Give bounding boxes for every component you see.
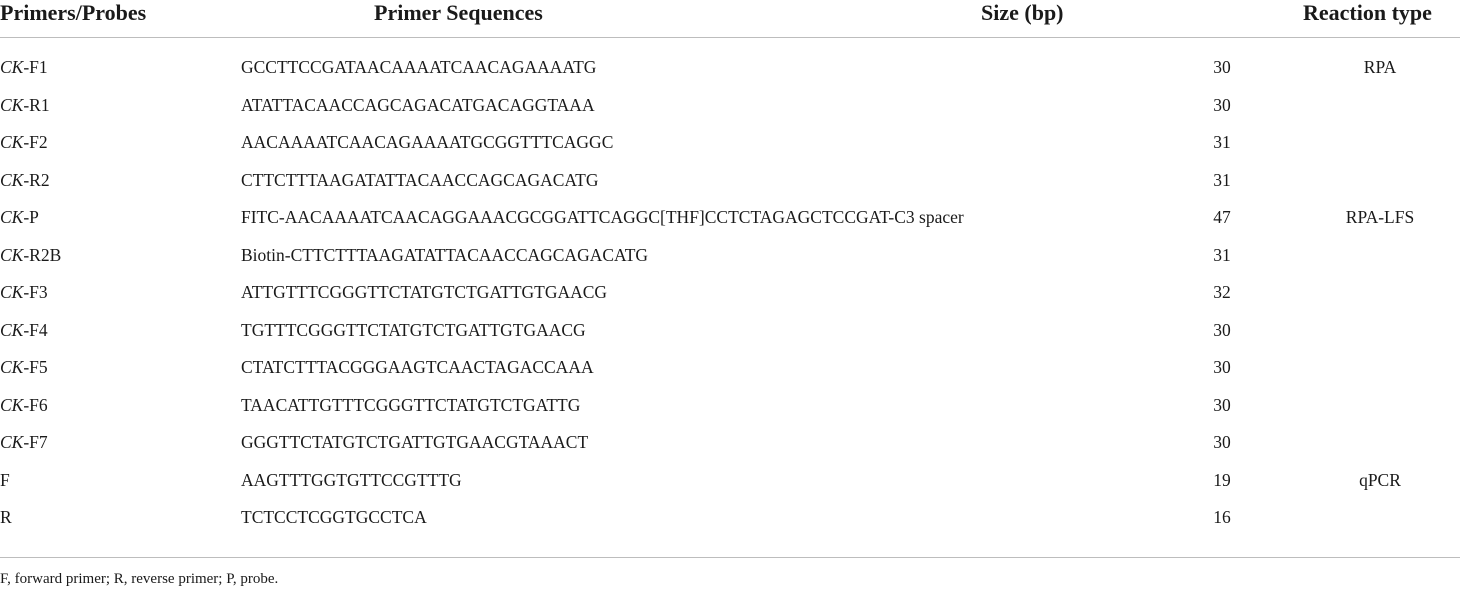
- primer-name: F: [0, 462, 10, 500]
- primer-name: R: [0, 499, 12, 537]
- primer-suffix: -F6: [23, 394, 48, 415]
- primer-name: CK-F6: [0, 387, 48, 425]
- primer-name: CK-F7: [0, 424, 48, 462]
- gene-prefix: CK: [0, 132, 24, 152]
- table-row: CK-R1 ATATTACAACCAGCAGACATGACAGGTAAA 30: [0, 87, 1460, 125]
- primer-sequence: Biotin-CTTCTTTAAGATATTACAACCAGCAGACATG: [241, 244, 649, 265]
- primer-sequence: CTATCTTTACGGGAAGTCAACTAGACCAAA: [241, 357, 594, 377]
- primer-name: CK-F2: [0, 124, 48, 162]
- primer-size: 31: [1213, 132, 1231, 152]
- table-row: CK-F1 GCCTTCCGATAACAAAATCAACAGAAAATG 30 RPA: [0, 49, 1460, 87]
- table-row: CK-P FITC-AACAAAATCAACAGGAAACGCGGATTCAGGC…: [0, 199, 1460, 237]
- header-primer-sequences: Primer Sequences: [374, 0, 543, 25]
- table-row: CK-F7 GGGTTCTATGTCTGATTGTGAACGTAAACT 30: [0, 424, 1460, 462]
- gene-prefix: CK: [0, 357, 24, 377]
- gene-prefix: CK: [0, 207, 24, 227]
- primer-suffix: F: [0, 469, 10, 490]
- reaction-type: RPA-LFS: [1345, 207, 1415, 227]
- header-primers-probes: Primers/Probes: [0, 0, 147, 25]
- primer-suffix: -F1: [23, 57, 48, 77]
- primer-name: CK-F1: [0, 49, 48, 87]
- primer-sequence: ATTGTTTCGGGTTCTATGTCTGATTGTGAACG: [241, 282, 608, 302]
- header-size: Size (bp): [981, 0, 1064, 25]
- primer-size: 16: [1213, 507, 1231, 527]
- primer-name: CK-P: [0, 199, 39, 237]
- gene-prefix: CK: [0, 244, 24, 265]
- primer-table: Primers/Probes Primer Sequences Size (bp…: [0, 0, 1460, 527]
- gene-prefix: CK: [0, 319, 24, 340]
- primer-name: CK-R1: [0, 87, 50, 125]
- table-row: CK-F4 TGTTTCGGGTTCTATGTCTGATTGTGAACG 30: [0, 312, 1460, 350]
- table-row: CK-F2 AACAAAATCAACAGAAAATGCGGTTTCAGGC 31: [0, 124, 1460, 162]
- table-row: CK-F6 TAACATTGTTTCGGGTTCTATGTCTGATTG 30: [0, 387, 1460, 425]
- table-row: CK-F5 CTATCTTTACGGGAAGTCAACTAGACCAAA 30: [0, 349, 1460, 387]
- gene-prefix: CK: [0, 57, 24, 77]
- primer-suffix: -F5: [23, 357, 48, 377]
- primer-suffix: -F3: [23, 282, 48, 302]
- reaction-type: RPA: [1363, 57, 1397, 77]
- gene-prefix: CK: [0, 282, 24, 302]
- primer-suffix: -F4: [23, 319, 48, 340]
- gene-prefix: CK: [0, 432, 24, 452]
- primer-sequence: GCCTTCCGATAACAAAATCAACAGAAAATG: [241, 57, 597, 77]
- primer-sequence: FITC-AACAAAATCAACAGGAAACGCGGATTCAGGC[THF…: [241, 207, 964, 227]
- primer-sequence: TAACATTGTTTCGGGTTCTATGTCTGATTG: [241, 394, 581, 415]
- primer-suffix: -F2: [23, 132, 48, 152]
- primer-name: CK-R2: [0, 162, 50, 200]
- primer-sequence: CTTCTTTAAGATATTACAACCAGCAGACATG: [241, 169, 599, 190]
- table-header: Primers/Probes Primer Sequences Size (bp…: [0, 0, 1460, 38]
- primer-sequence: ATATTACAACCAGCAGACATGACAGGTAAA: [241, 94, 595, 115]
- primer-suffix: -F7: [23, 432, 48, 452]
- table-row: F AAGTTTGGTGTTCCGTTTG 19 qPCR: [0, 462, 1460, 500]
- primer-size: 32: [1213, 282, 1231, 302]
- primer-suffix: R: [0, 507, 12, 527]
- table-footnote: F, forward primer; R, reverse primer; P,…: [0, 571, 279, 587]
- primer-size: 19: [1213, 469, 1231, 490]
- primer-suffix: -P: [23, 207, 39, 227]
- primer-name: CK-F3: [0, 274, 48, 312]
- header-reaction-type: Reaction type: [1303, 0, 1432, 25]
- gene-prefix: CK: [0, 94, 24, 115]
- primer-size: 30: [1213, 319, 1231, 340]
- primer-size: 30: [1213, 94, 1231, 115]
- table-bottom-rule: [0, 557, 1460, 558]
- primer-sequence: AAGTTTGGTGTTCCGTTTG: [241, 469, 462, 490]
- table-row: CK-R2B Biotin-CTTCTTTAAGATATTACAACCAGCAGA…: [0, 237, 1460, 275]
- primer-sequence: AACAAAATCAACAGAAAATGCGGTTTCAGGC: [241, 132, 614, 152]
- reaction-type: qPCR: [1359, 469, 1401, 490]
- primer-suffix: -R2B: [23, 244, 62, 265]
- primer-size: 30: [1213, 357, 1231, 377]
- primer-name: CK-F4: [0, 312, 48, 350]
- table-row: R TCTCCTCGGTGCCTCA 16: [0, 499, 1460, 537]
- gene-prefix: CK: [0, 169, 24, 190]
- primer-size: 30: [1213, 394, 1231, 415]
- table-row: CK-F3 ATTGTTTCGGGTTCTATGTCTGATTGTGAACG 32: [0, 274, 1460, 312]
- primer-name: CK-F5: [0, 349, 48, 387]
- primer-suffix: -R1: [23, 94, 50, 115]
- primer-size: 30: [1213, 432, 1231, 452]
- primer-name: CK-R2B: [0, 237, 61, 275]
- primer-size: 31: [1213, 169, 1231, 190]
- gene-prefix: CK: [0, 394, 24, 415]
- primer-suffix: -R2: [23, 169, 50, 190]
- primer-size: 47: [1213, 207, 1231, 227]
- primer-size: 30: [1213, 57, 1231, 77]
- primer-sequence: TCTCCTCGGTGCCTCA: [241, 507, 427, 527]
- table-row: CK-R2 CTTCTTTAAGATATTACAACCAGCAGACATG 31: [0, 162, 1460, 200]
- primer-sequence: TGTTTCGGGTTCTATGTCTGATTGTGAACG: [241, 319, 586, 340]
- primer-sequence: GGGTTCTATGTCTGATTGTGAACGTAAACT: [241, 432, 589, 452]
- primer-size: 31: [1213, 244, 1231, 265]
